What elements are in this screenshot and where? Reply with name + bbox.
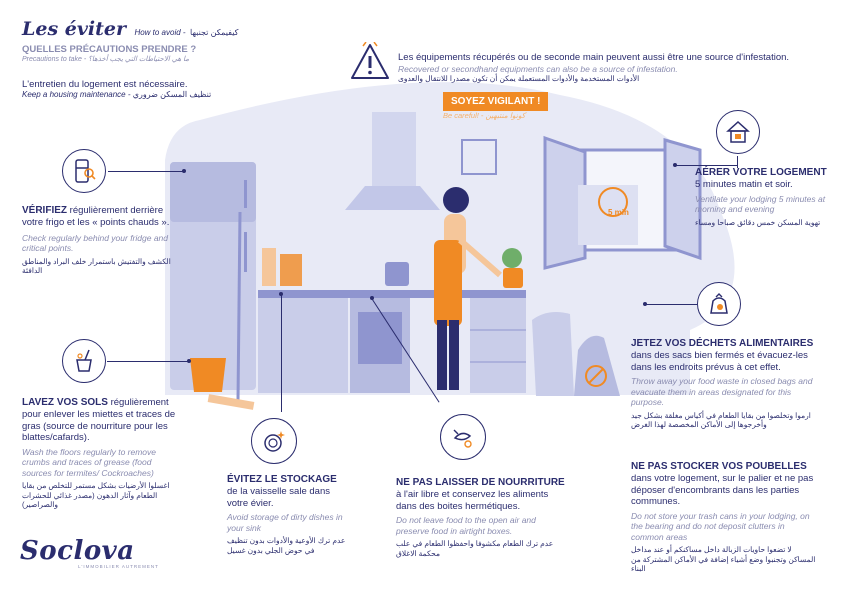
floors-text: régulièrement pour enlever les miettes e… <box>22 397 176 443</box>
waste-ar: ارموا وتخلصوا من بقايا الطعام في أكياس م… <box>631 410 811 430</box>
house-icon <box>716 110 760 154</box>
page-title: Les éviter <box>22 18 126 40</box>
bins-text: dans votre logement, sur le palier et ne… <box>631 473 814 507</box>
mop-illustration <box>236 211 242 401</box>
floors-ar: اغسلوا الأرضيات بشكل مستمر للتخلص من بقا… <box>22 481 170 509</box>
brand-logo: Soclova <box>20 536 135 566</box>
bins-ar: لا تضعوا حاويات الزبالة داخل مساكنكم أو … <box>631 545 816 573</box>
title-ar: كيفيمكن تجنبها <box>190 28 239 37</box>
waste-text: dans des sacs bien fermés et évacuez-les… <box>631 350 808 373</box>
air-title: AÉRER VOTRE LOGEMENT <box>695 167 827 178</box>
warning-ar: الأدوات المستخدمة والأدوات المستعملة يمك… <box>398 74 640 83</box>
dishes-title: ÉVITEZ LE STOCKAGE <box>227 474 337 485</box>
vigilant-ar: كونوا منتبهين <box>485 111 526 120</box>
verify-title: VÉRIFIEZ <box>22 205 68 216</box>
verify-en: Check regularly behind your fridge and c… <box>22 232 169 254</box>
vigilant-en: Be careful! - <box>443 111 484 120</box>
food-title: NE PAS LAISSER DE NOURRITURE <box>396 477 565 488</box>
question-heading: QUELLES PRÉCAUTIONS PRENDRE ? <box>22 44 197 55</box>
dishes-ar: عدم ترك الأوعية والأدوات بدون تنظيف في ح… <box>227 536 346 555</box>
bucket-illustration <box>190 358 226 392</box>
air-text: 5 minutes matin et soir. <box>695 179 793 190</box>
waste-en: Throw away your food waste in closed bag… <box>631 376 813 407</box>
maintenance-ar: تنظيف المسكن ضروري <box>132 90 212 99</box>
question-en: Precautions to take - <box>22 56 87 63</box>
warning-icon <box>350 41 390 87</box>
clock-label: 5 min <box>608 208 629 217</box>
fridge-illustration <box>170 162 256 390</box>
cleaning-bucket-icon <box>62 339 106 383</box>
floors-en: Wash the floors regularly to remove crum… <box>22 446 157 478</box>
woman-illustration <box>434 187 502 390</box>
bins-en: Do not store your trash cans in your lod… <box>631 510 810 542</box>
verify-ar: الكشف والتفتيش باستمرار خلف البراد والمن… <box>22 256 171 276</box>
brand-tagline: L'IMMOBILIER AUTREMENT <box>78 564 159 569</box>
dishes-en: Avoid storage of dirty dishes in your si… <box>227 512 343 533</box>
question-ar: ما هي الاحتياطات التي يجب أخذها؟ <box>88 56 190 63</box>
verify-text: régulièrement derrière votre frigo et le… <box>22 205 170 228</box>
bins-title: NE PAS STOCKER VOS POUBELLES <box>631 461 807 472</box>
food-text: à l'air libre et conservez les aliments … <box>396 489 549 512</box>
hood-illustration <box>345 112 440 210</box>
dishes-icon <box>251 418 297 464</box>
trash-illustration <box>532 312 620 396</box>
air-en: Ventilate your lodging 5 minutes at morn… <box>695 193 826 215</box>
window-illustration <box>543 135 702 270</box>
food-ar: عدم ترك الطعام مكشوفا واحفظوا الطعام في … <box>396 539 554 558</box>
air-ar: تهوية المسكن خمس دقائق صباحا ومساء <box>695 217 821 227</box>
maintenance-en: Keep a housing maintenance - <box>22 90 131 99</box>
counter-illustration <box>258 290 526 393</box>
fridge-icon <box>62 149 106 193</box>
waste-title: JETEZ VOS DÉCHETS ALIMENTAIRES <box>631 338 814 349</box>
warning-en: Recovered or secondhand equipments can a… <box>398 63 678 74</box>
garbage-bag-icon <box>697 282 741 326</box>
food-en: Do not leave food to the open air and pr… <box>396 515 536 536</box>
floors-title: LAVEZ VOS SOLS <box>22 397 108 408</box>
food-icon <box>440 414 486 460</box>
warning-fr: Les équipements récupérés ou de seconde … <box>398 52 790 63</box>
vigilant-badge: SOYEZ VIGILANT ! <box>443 92 549 111</box>
maintenance-text: L'entretien du logement est nécessaire. <box>22 79 188 90</box>
dishes-text: de la vaisselle sale dans votre évier. <box>227 486 330 509</box>
title-en: How to avoid - <box>134 28 186 37</box>
